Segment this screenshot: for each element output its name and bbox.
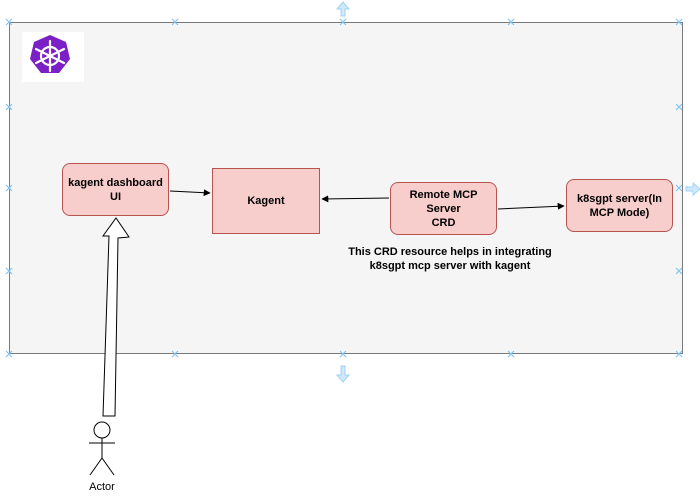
arrow-up-handle <box>335 1 351 17</box>
mcp-to-k8sgpt-arrow <box>497 202 565 210</box>
k8sgpt-server-node[interactable]: k8sgpt server(In MCP Mode) <box>566 179 673 232</box>
arrow-down-handle <box>335 365 351 383</box>
kubernetes-helm-icon <box>22 32 84 82</box>
dashboard-to-kagent-arrow <box>169 189 211 197</box>
kubernetes-logo <box>22 32 84 82</box>
arrow-right-handle <box>685 181 700 197</box>
remote-mcp-server-crd-node[interactable]: Remote MCP Server CRD <box>390 182 497 235</box>
actor-figure <box>89 421 115 476</box>
actor-to-dashboard-arrow <box>102 217 130 417</box>
crd-description-note[interactable]: This CRD resource helps in integrating k… <box>348 246 552 272</box>
kagent-dashboard-node[interactable]: kagent dashboard UI <box>62 163 169 216</box>
mcp-to-kagent-arrow <box>321 195 390 203</box>
actor-label: Actor <box>89 481 115 493</box>
kagent-node[interactable]: Kagent <box>212 168 320 234</box>
